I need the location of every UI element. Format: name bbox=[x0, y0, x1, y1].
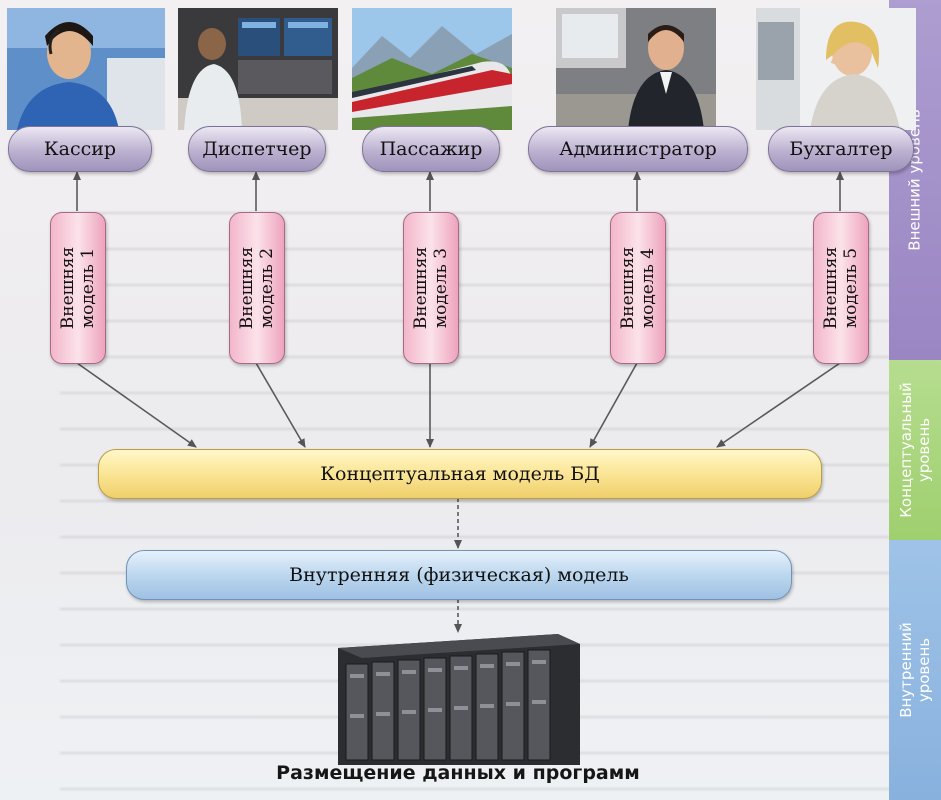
arrow-model2-to-concept bbox=[255, 362, 306, 448]
photo-accountant bbox=[756, 8, 916, 130]
conceptual-model-bar: Концептуальная модель БД bbox=[98, 449, 822, 499]
arrow-model5-to-concept bbox=[716, 362, 841, 448]
role-cashier: Кассир bbox=[8, 126, 152, 172]
role-administrator: Администратор bbox=[528, 126, 748, 172]
server-rack-image bbox=[328, 630, 588, 765]
arrow-model4-to-concept bbox=[589, 362, 638, 448]
photo-passenger-train bbox=[352, 8, 512, 130]
role-accountant: Бухгалтер bbox=[768, 126, 914, 172]
role-passenger: Пассажир bbox=[362, 126, 500, 172]
role-dispatcher: Диспетчер bbox=[188, 126, 326, 172]
photo-administrator bbox=[556, 8, 716, 130]
arrow-model1-to-concept bbox=[76, 362, 197, 448]
internal-model-bar: Внутренняя (физическая) модель bbox=[126, 550, 792, 600]
photo-dispatcher bbox=[178, 8, 338, 130]
storage-caption: Размещение данных и программ bbox=[276, 762, 640, 784]
photo-cashier bbox=[7, 8, 165, 130]
